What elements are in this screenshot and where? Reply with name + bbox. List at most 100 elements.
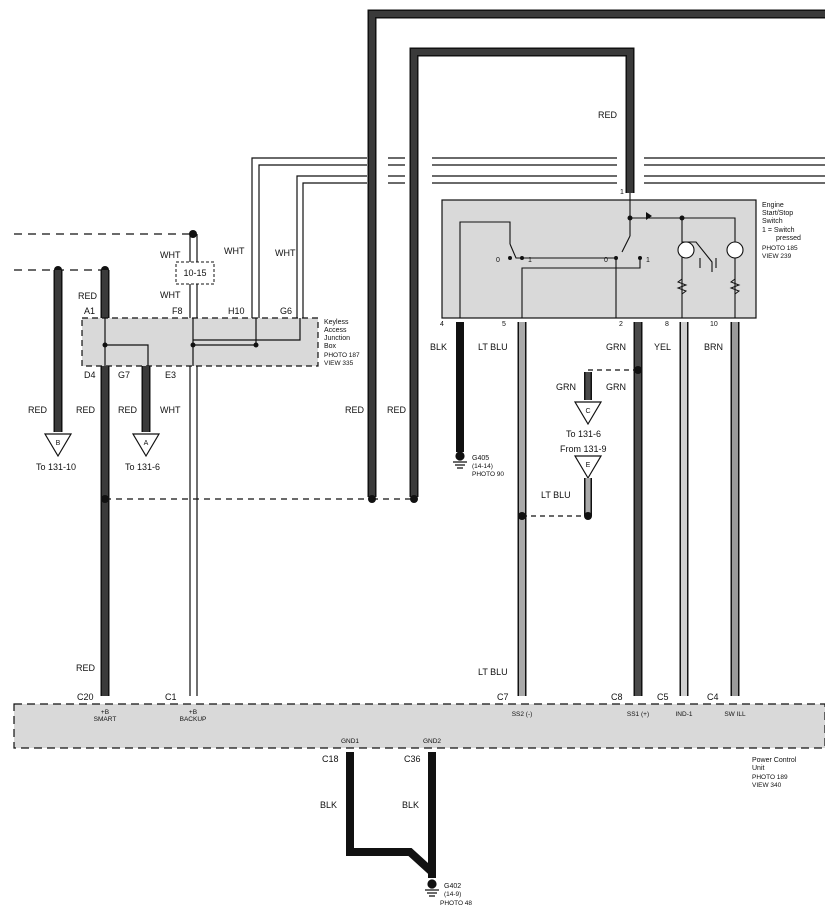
label-red-b: RED [28,405,48,415]
label-wht-g6: WHT [275,248,296,258]
pcu-gnd2: GND2 [423,738,441,745]
jb-name-2: Access [324,327,347,334]
switch-pin-10: 10 [710,321,718,328]
pcu-pin-c5: C5 [657,692,669,702]
pcu-func-c7: SS2 (-) [512,711,533,718]
label-grn-2b: GRN [606,382,626,392]
blk-wire-gnd1 [346,752,436,878]
pcu-name-1: Power Control [752,757,797,764]
jb-photo: PHOTO 187 [324,352,360,359]
pcu-pin-c20: C20 [77,692,94,702]
label-wht-e3: WHT [160,405,181,415]
pcu-func-c4: SW ILL [724,711,746,718]
label-red-outer: RED [345,405,365,415]
switch-note-1: 1 = Switch [762,227,795,234]
label-ltblu-c7: LT BLU [478,667,508,677]
switch-pin-8: 8 [665,321,669,328]
wht-wire-e3 [189,366,198,696]
pcu-func-c20b: SMART [94,716,117,723]
wht-wire-h10 [251,157,825,318]
connector-b-letter: B [56,440,61,447]
jb-pin-g7: G7 [118,370,130,380]
power-control-unit [13,703,825,749]
connector-c-letter: C [585,408,590,415]
pcu-photo: PHOTO 189 [752,774,788,781]
label-grn-c: GRN [556,382,576,392]
label-red-switch: RED [598,110,618,120]
label-brn-10: BRN [704,342,723,352]
label-grn-2: GRN [606,342,626,352]
g405-name: G405 [472,455,489,462]
label-red-d4: RED [76,405,96,415]
switch-photo: PHOTO 185 [762,245,798,252]
connector-c: C [573,401,603,426]
switch-contact-0b: 0 [604,257,608,264]
jb-pin-g6: G6 [280,306,292,316]
label-ltblu-5: LT BLU [478,342,508,352]
jb-pin-f8: F8 [172,306,183,316]
jb-pin-h10: H10 [228,306,245,316]
switch-contact-0a: 0 [496,257,500,264]
pcu-func-c1b: BACKUP [180,716,207,723]
connector-a-ref: To 131-6 [125,462,160,472]
switch-view: VIEW 239 [762,253,792,260]
pcu-pin-c7: C7 [497,692,509,702]
label-wht-f8-top: WHT [160,250,181,260]
resistor-icon [676,278,688,295]
label-red-c20: RED [76,663,96,673]
g402-loc: (14-9) [444,891,461,898]
pcu-name-2: Unit [752,765,765,772]
label-blk-c18: BLK [320,800,337,810]
label-ltblu-e: LT BLU [541,490,571,500]
jb-pin-e3: E3 [165,370,176,380]
jb-name-1: Keyless [324,319,349,326]
switch-name-2: Start/Stop [762,210,793,217]
splice-red-inner [410,495,418,503]
pcu-pin-c18: C18 [322,754,339,764]
connector-a: A [131,433,161,458]
connector-b-ref: To 131-10 [36,462,76,472]
switch-name-3: Switch [762,218,783,225]
splice-red-outer [368,495,376,503]
pcu-func-c1a: +B [189,709,197,716]
g405-photo: PHOTO 90 [472,471,504,478]
ref-box-label: 10-15 [183,268,206,278]
connector-e-ref: From 131-9 [560,444,607,454]
ref-box [175,261,215,285]
junction-box [81,317,319,367]
connector-b: B [43,433,73,458]
pcu-func-c5: IND-1 [676,711,693,718]
g405-loc: (14-14) [472,463,493,470]
label-yel-8: YEL [654,342,671,352]
label-blk-c36: BLK [402,800,419,810]
g402-name: G402 [444,883,461,890]
jb-pin-d4: D4 [84,370,96,380]
jb-pin-a1: A1 [84,306,95,316]
jb-name-4: Box [324,343,337,350]
pcu-pin-c36: C36 [404,754,421,764]
red-loop-outer [367,9,825,497]
switch-pin-5: 5 [502,321,506,328]
switch-contact-1a: 1 [528,257,532,264]
pcu-func-c20a: +B [101,709,109,716]
start-stop-switch [441,199,757,319]
label-wht-h10: WHT [224,246,245,256]
splice-wht-top [189,230,197,238]
connector-e: E [573,455,603,480]
switch-contact-1b: 1 [646,257,650,264]
switch-pin-4: 4 [440,321,444,328]
label-red-a1: RED [78,291,98,301]
wht-wire-g6 [296,175,825,318]
pcu-pin-c8: C8 [611,692,623,702]
connector-a-letter: A [144,440,149,447]
switch-pin-1: 1 [620,189,624,196]
splice-red-d4 [101,495,109,503]
ground-g405-icon [453,451,467,469]
label-wht-f8: WHT [160,290,181,300]
jb-view: VIEW 335 [324,360,354,367]
pcu-view: VIEW 340 [752,782,782,789]
pcu-pin-c4: C4 [707,692,719,702]
illumination-led-icon [726,241,744,259]
switch-note-2: pressed [776,235,801,242]
jb-name-3: Junction [324,335,350,342]
